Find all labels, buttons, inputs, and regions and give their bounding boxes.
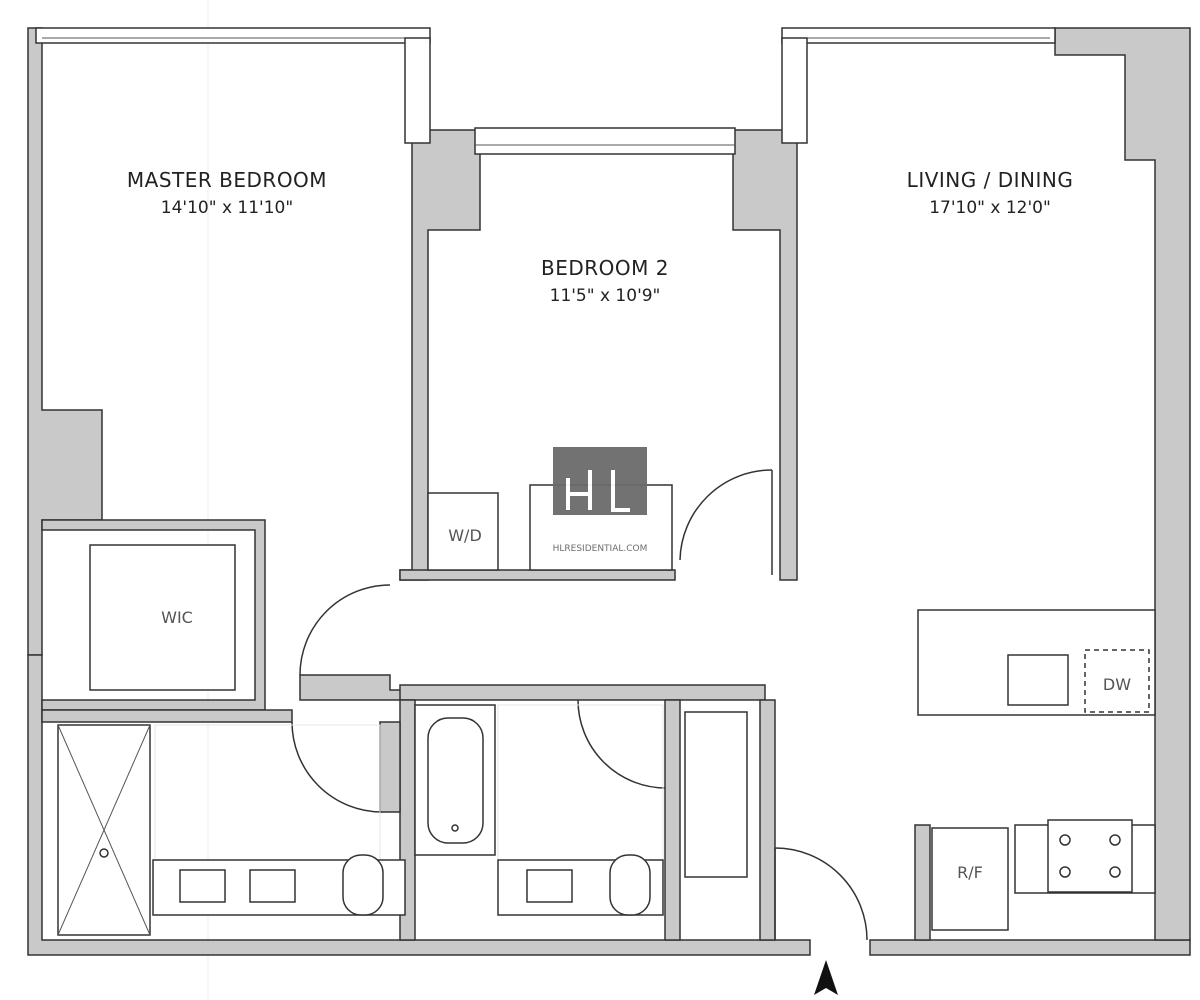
living-dining-size: 17'10" x 12'0": [929, 198, 1051, 218]
washer-dryer-box: [427, 492, 499, 571]
fixtures: [57, 484, 1156, 936]
north-arrow-icon: [814, 960, 838, 995]
room-labels: MASTER BEDROOM 14'10" x 11'10" BEDROOM 2…: [127, 168, 1131, 882]
windows: [35, 27, 1056, 155]
bedroom-2-label: BEDROOM 2: [541, 256, 669, 280]
wic-label: WIC: [161, 608, 193, 627]
master-bedroom-label: MASTER BEDROOM: [127, 168, 327, 192]
dishwasher-label: DW: [1103, 675, 1131, 694]
master-bedroom-size: 14'10" x 11'10": [161, 198, 293, 218]
refrigerator: [931, 827, 1009, 931]
toilet-2: [609, 854, 651, 916]
stove: [1047, 819, 1133, 893]
bedroom-2-size: 11'5" x 10'9": [550, 286, 661, 306]
refrigerator-label: R/F: [957, 863, 983, 882]
toilet: [342, 854, 384, 916]
linen-closet: [684, 711, 748, 878]
living-dining-label: LIVING / DINING: [907, 168, 1074, 192]
watermark-text: HLRESIDENTIAL.COM: [553, 544, 648, 554]
doors: [291, 469, 868, 941]
wic-rods: [89, 544, 236, 691]
watermark-logo: HLRESIDENTIAL.COM: [553, 447, 648, 554]
dishwasher: [1084, 649, 1150, 713]
washer-dryer-label: W/D: [448, 526, 482, 545]
